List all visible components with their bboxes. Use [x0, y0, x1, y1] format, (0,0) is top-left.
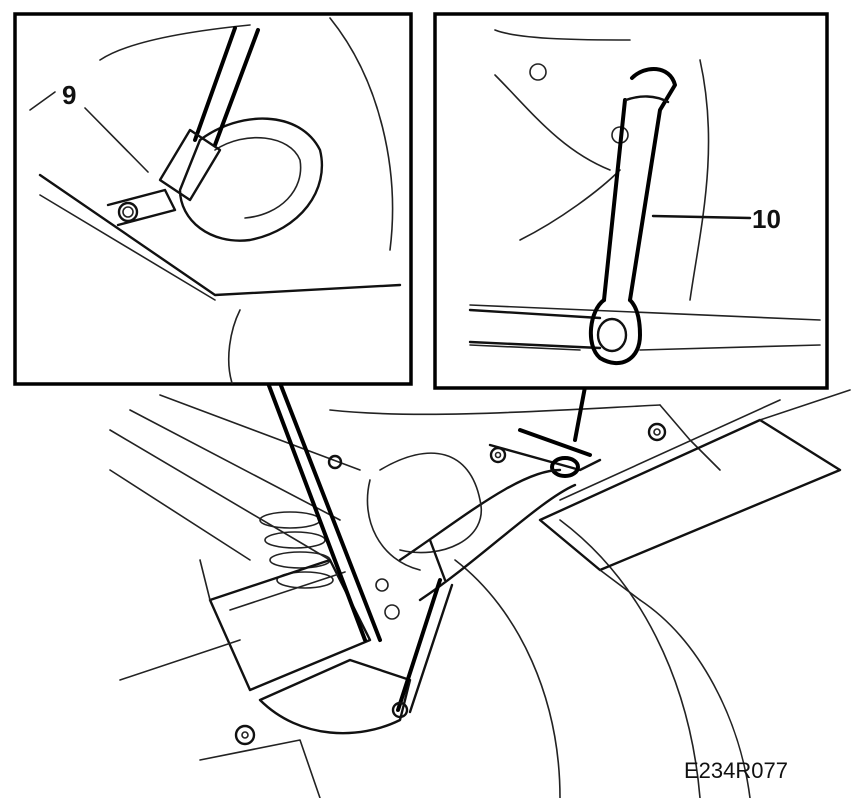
leader-line-detail-9: [266, 381, 367, 642]
figure-code: E234R077: [684, 758, 788, 783]
spring-clip: [106, 188, 177, 227]
callout-10-leader: [651, 214, 752, 220]
main-suspension-view: [109, 389, 851, 798]
callout-9-leader: [84, 107, 149, 173]
detail-box-right: 10: [433, 12, 829, 390]
detail-box-left: 9: [13, 12, 413, 386]
leader-line-detail-10: [573, 385, 587, 442]
callout-10: 10: [752, 204, 781, 234]
callout-9: 9: [62, 80, 76, 110]
stabilizer-link: [588, 66, 677, 365]
leader-line-detail-9-b: [278, 381, 382, 642]
